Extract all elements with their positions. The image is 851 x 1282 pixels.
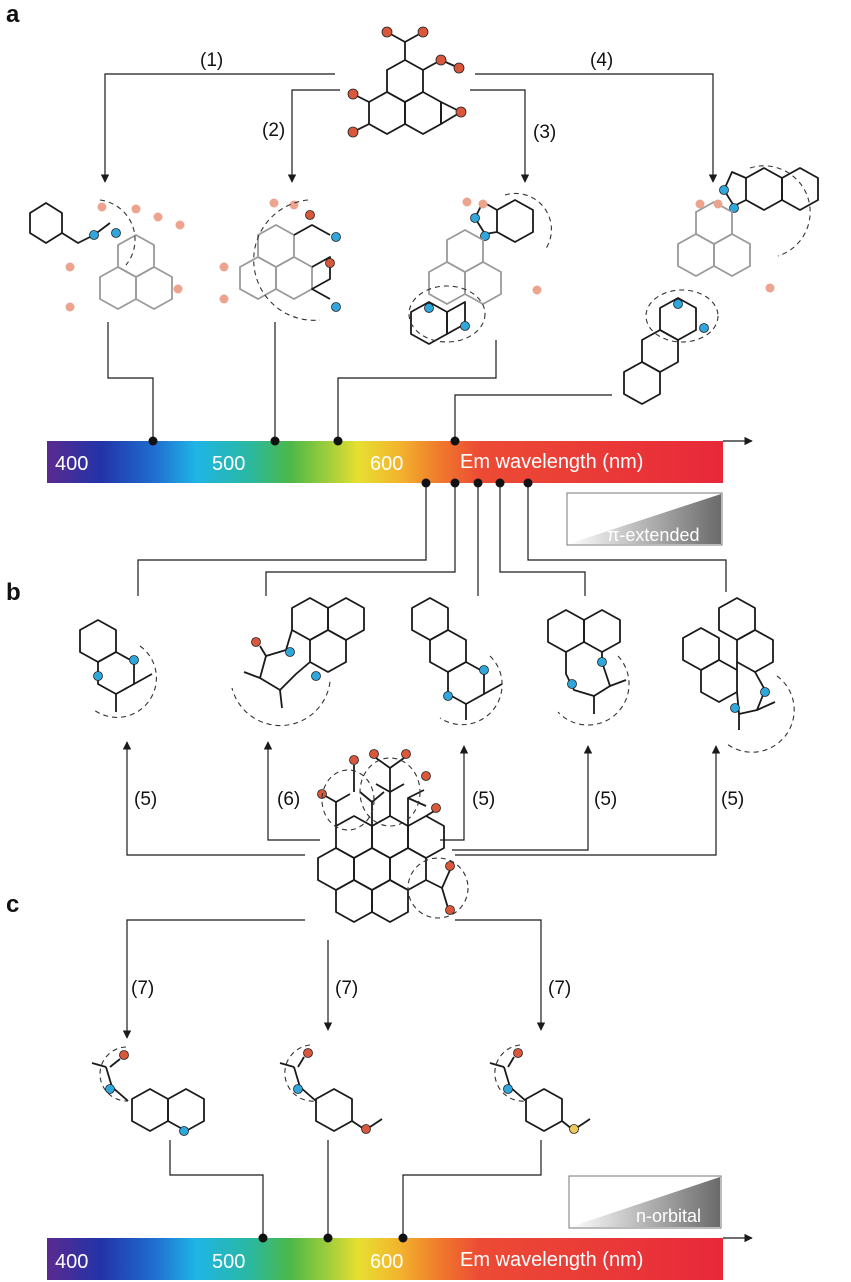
product-molecule-a4 xyxy=(623,165,819,405)
product-molecule-b2 xyxy=(231,597,365,727)
product-molecule-b1 xyxy=(79,619,157,718)
step-label-6: (6) xyxy=(277,789,300,810)
product-molecule-a1 xyxy=(29,199,185,312)
wedge-pi-extended: π-extended xyxy=(566,492,723,546)
spectrum-bar-top: 400 500 600 Em wavelength (nm) xyxy=(47,436,753,488)
connector-c3 xyxy=(402,1140,542,1238)
panel-letter-b: b xyxy=(6,579,21,606)
wedge-label-bottom: n-orbital xyxy=(636,1206,701,1226)
arrow-step-1 xyxy=(100,73,335,183)
product-molecule-c1 xyxy=(91,1046,205,1136)
step-label-7b: (7) xyxy=(335,978,358,999)
connector-c1 xyxy=(169,1140,264,1238)
tick-500-bottom: 500 xyxy=(212,1251,245,1273)
axis-title-top: Em wavelength (nm) xyxy=(460,451,643,473)
connector-b2 xyxy=(265,486,456,596)
product-molecule-c3 xyxy=(489,1044,591,1134)
step-label-5d: (5) xyxy=(721,789,744,810)
step-label-5a: (5) xyxy=(134,789,157,810)
parent-molecule-a xyxy=(347,26,467,138)
axis-title-bottom: Em wavelength (nm) xyxy=(460,1249,643,1271)
tick-400-bottom: 400 xyxy=(55,1251,88,1273)
tick-600-top: 600 xyxy=(370,453,403,475)
step-label-7a: (7) xyxy=(131,978,154,999)
arrow-b5 xyxy=(455,745,721,856)
arrow-step-2 xyxy=(287,89,340,183)
connector-b4 xyxy=(499,486,586,596)
arrow-step-4 xyxy=(475,73,718,183)
product-molecule-b5 xyxy=(682,597,795,753)
product-molecule-a2 xyxy=(219,198,341,321)
tick-400-top: 400 xyxy=(55,453,88,475)
step-label-3: (3) xyxy=(533,122,556,143)
wedge-n-orbital: n-orbital xyxy=(568,1175,722,1229)
step-label-2: (2) xyxy=(262,120,285,141)
parent-molecule-bc xyxy=(317,749,469,923)
step-label-7c: (7) xyxy=(548,978,571,999)
arrow-b1 xyxy=(122,741,305,856)
product-molecule-c2 xyxy=(279,1044,383,1134)
step-label-5c: (5) xyxy=(594,789,617,810)
arrow-b4 xyxy=(452,745,593,851)
connector-b1 xyxy=(137,486,427,596)
product-molecule-b3 xyxy=(411,597,503,726)
wedge-label-top: π-extended xyxy=(607,525,699,545)
connector-a4 xyxy=(454,394,612,440)
step-label-5b: (5) xyxy=(472,789,495,810)
tick-600-bottom: 600 xyxy=(370,1251,403,1273)
arrow-c3 xyxy=(455,919,546,1031)
arrow-step-3 xyxy=(470,89,530,183)
connector-a3 xyxy=(337,340,497,440)
spectrum-bar-bottom: 400 500 600 Em wavelength (nm) xyxy=(47,1233,753,1280)
step-label-4: (4) xyxy=(590,50,613,71)
panel-letter-c: c xyxy=(6,891,19,918)
step-label-1: (1) xyxy=(200,50,223,71)
connector-b5 xyxy=(527,486,727,592)
arrow-b3 xyxy=(440,745,469,841)
product-molecule-a3 xyxy=(408,192,552,345)
arrow-c1 xyxy=(122,919,305,1039)
product-molecule-b4 xyxy=(547,609,630,726)
arrow-b2 xyxy=(263,741,320,841)
tick-500-top: 500 xyxy=(212,453,245,475)
connector-a1 xyxy=(107,322,154,440)
panel-letter-a: a xyxy=(6,1,20,28)
